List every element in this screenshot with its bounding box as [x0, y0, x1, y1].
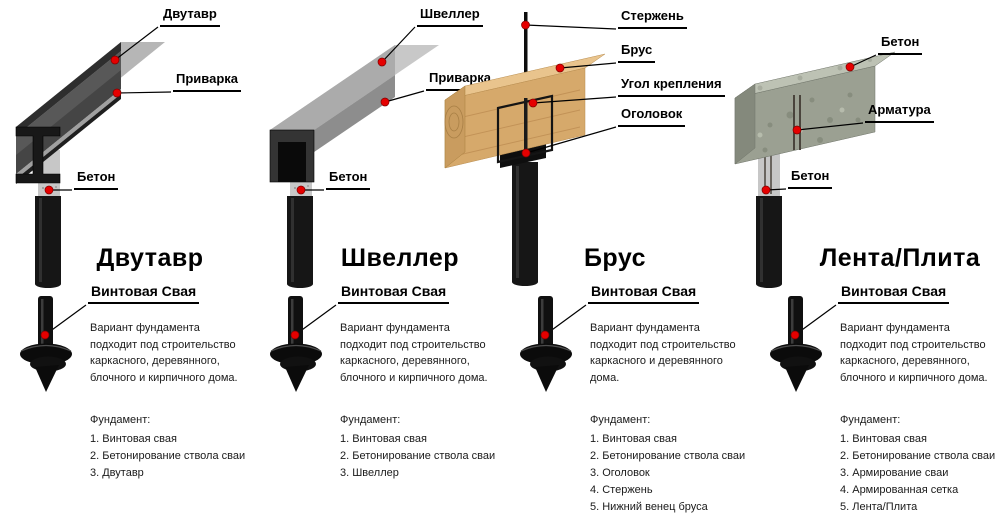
- column-title: Швеллер: [340, 244, 460, 272]
- foundation-item: 4. Стержень: [590, 484, 653, 497]
- foundation-header: Фундамент:: [590, 414, 651, 426]
- foundation-list: 1. Винтовая свая 2. Бетонирование ствола…: [340, 431, 498, 482]
- foundation-item: 3. Швеллер: [340, 467, 399, 480]
- column-lenta-plita: Бетон Арматура Бетон Лента/Плита Винтова…: [734, 0, 1000, 520]
- description-text: Вариант фундамента подходит под строител…: [340, 322, 488, 384]
- callout-beton: Бетон: [326, 169, 371, 191]
- foundation-header: Фундамент:: [840, 414, 901, 426]
- callout-dots: [521, 20, 565, 340]
- screw-pile-label: Винтовая Свая: [588, 283, 700, 304]
- foundation-item: 3. Оголовок: [590, 467, 650, 480]
- callout-ogolovok: Оголовок: [618, 106, 686, 128]
- foundation-item: 3. Двутавр: [90, 467, 144, 480]
- description-text: Вариант фундамента подходит под строител…: [90, 322, 238, 384]
- description-text: Вариант фундамента подходит под строител…: [840, 322, 988, 384]
- foundation-item: 1. Винтовая свая: [340, 433, 427, 445]
- callout-privarka: Приварка: [173, 71, 242, 93]
- column-title: Лента/Плита: [819, 244, 981, 272]
- callout-sterzhen: Стержень: [618, 8, 687, 30]
- screw-pile-label: Винтовая Свая: [838, 283, 950, 304]
- foundation-item: 1. Винтовая свая: [590, 433, 677, 445]
- screw-pile-label: Винтовая Свая: [338, 283, 450, 304]
- foundation-header: Фундамент:: [340, 414, 401, 426]
- foundation-item: 2. Бетонирование ствола сваи: [590, 450, 746, 463]
- callout-privarka: Приварка: [426, 70, 495, 92]
- callout-ugol-krepleniya: Угол крепления: [618, 76, 725, 98]
- callout-armatura: Арматура: [865, 102, 934, 124]
- column-dvutavr: Двутавр Приварка Бетон Двутавр Винтовая …: [0, 0, 250, 520]
- foundation-item: 4. Армированная сетка: [840, 484, 959, 497]
- column-brus: Стержень Брус Угол крепления Оголовок Бр…: [444, 0, 750, 520]
- callout-beton: Бетон: [74, 169, 119, 191]
- callout-brus: Брус: [618, 42, 656, 64]
- column-title: Брус: [583, 244, 647, 272]
- callout-shveller: Швеллер: [417, 6, 483, 28]
- foundation-item: 2. Бетонирование ствола сваи: [340, 450, 496, 463]
- description-text: Вариант фундамента подходит под строител…: [590, 322, 736, 384]
- foundation-list: 1. Винтовая свая 2. Бетонирование ствола…: [590, 431, 748, 516]
- screw-pile-label: Винтовая Свая: [88, 283, 200, 304]
- foundation-item: 1. Винтовая свая: [90, 433, 177, 445]
- foundation-item: 5. Лента/Плита: [840, 501, 918, 514]
- foundation-item: 5. Нижний венец бруса: [590, 501, 708, 514]
- callout-dvutavr: Двутавр: [160, 6, 220, 28]
- foundation-item: 2. Бетонирование ствола сваи: [90, 450, 246, 463]
- foundation-item: 2. Бетонирование ствола сваи: [840, 450, 996, 463]
- callout-beton-low: Бетон: [788, 168, 833, 190]
- callout-beton-top: Бетон: [878, 34, 923, 56]
- column-title: Двутавр: [96, 244, 204, 272]
- foundation-list: 1. Винтовая свая 2. Бетонирование ствола…: [840, 431, 998, 516]
- foundation-item: 1. Винтовая свая: [840, 433, 927, 445]
- foundation-header: Фундамент:: [90, 414, 151, 426]
- column-shveller: Швеллер Приварка Бетон Швеллер Винтовая …: [250, 0, 500, 520]
- foundation-item: 3. Армирование сваи: [840, 467, 949, 480]
- foundation-list: 1. Винтовая свая 2. Бетонирование ствола…: [90, 431, 248, 482]
